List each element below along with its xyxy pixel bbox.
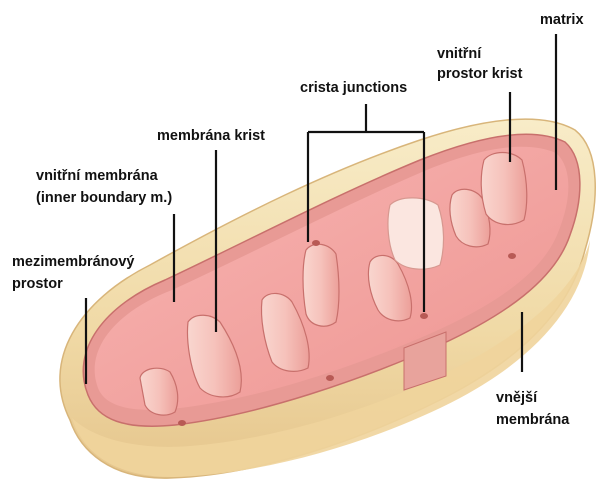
label-membrana-krist: membrána krist [157,126,265,146]
crista-8 [481,153,527,225]
junction-dot-4 [326,375,334,381]
label-matrix: matrix [540,10,584,30]
label-vnitrni-prostor-krist-line2: prostor krist [437,64,522,84]
crista-6 [388,198,444,269]
label-vnitrni-membrana-line1: vnitřní membrána [36,166,158,186]
crista-4 [303,244,339,326]
label-mezimembranovy-line1: mezimembránový [12,252,135,272]
label-vnejsi-membrana-line2: membrána [496,410,569,430]
junction-dot-1 [312,240,320,246]
label-crista-junctions: crista junctions [300,78,407,98]
label-mezimembranovy-line2: prostor [12,274,63,294]
label-vnitrni-prostor-krist-line1: vnitřní [437,44,481,64]
junction-dot-2 [420,313,428,319]
label-vnejsi-membrana-line1: vnější [496,388,537,408]
label-vnitrni-membrana-line2: (inner boundary m.) [36,188,172,208]
junction-dot-5 [178,420,186,426]
junction-dot-3 [508,253,516,259]
